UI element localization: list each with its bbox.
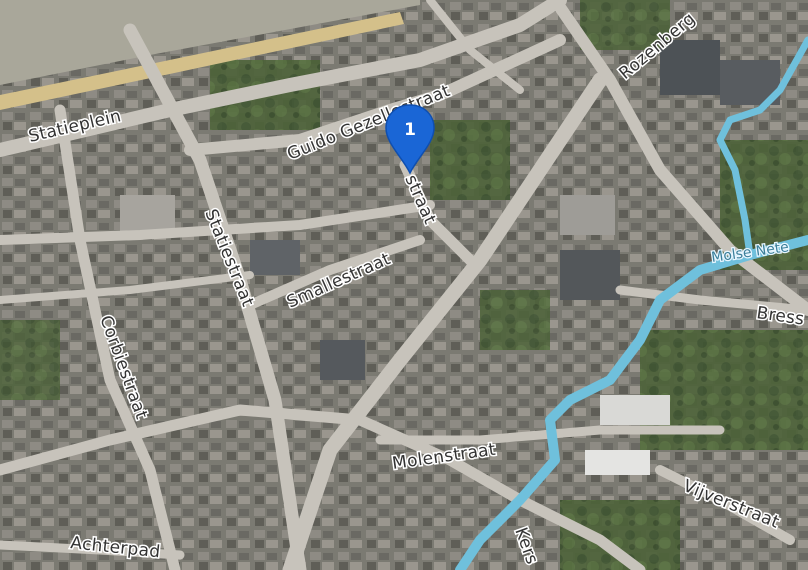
street-label-vijverstraat: Vijverstraat	[680, 476, 782, 533]
street-label-stationstraat: straat	[400, 172, 439, 227]
water-label-river: Molse Nete	[710, 239, 790, 266]
street-label-statiestraat: Statiestraat	[200, 206, 257, 309]
marker-number: 1	[404, 120, 416, 140]
street-label-statieplein: Statieplein	[27, 106, 124, 147]
location-marker-1[interactable]: 1	[384, 103, 436, 175]
street-label-rozenberg: Rozenberg	[615, 9, 699, 84]
street-label-molenstraat: Molenstraat	[391, 440, 497, 474]
map-pin-icon: 1	[385, 104, 435, 175]
street-label-smallestraat: Smallestraat	[284, 249, 394, 313]
street-label-corbiestraat: Corbiestraat	[95, 313, 151, 422]
street-label-achterpad: Achterpad	[69, 533, 161, 562]
street-label-bress: Bress	[755, 303, 805, 329]
street-label-kers: Kers	[510, 525, 542, 567]
